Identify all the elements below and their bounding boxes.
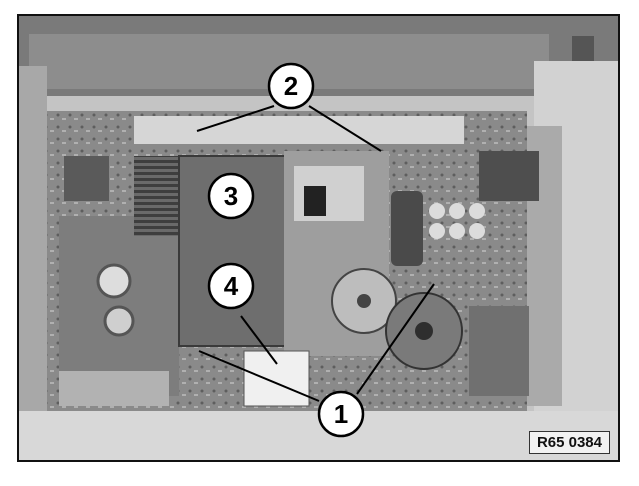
callout-4: 4: [207, 262, 255, 310]
right-lower-board: [469, 306, 529, 396]
top-bracket: [572, 36, 594, 66]
callout-2: 2: [267, 62, 315, 110]
plug-connector: [243, 350, 310, 407]
capacitor: [469, 203, 485, 219]
callout-3-number: 3: [224, 181, 238, 211]
callout-2-number: 2: [284, 71, 298, 101]
reference-code: R65 0384: [528, 431, 610, 454]
bottom-shelf: [59, 371, 169, 406]
left-side-wall: [19, 66, 47, 460]
mounting-bracket: [134, 116, 464, 144]
leader-line-1-right: [356, 283, 435, 395]
photo-frame: 2 3 4 1 R65 0384: [17, 14, 620, 462]
coil: [96, 263, 132, 299]
center-dark-part: [304, 186, 326, 216]
leader-line-2-left: [196, 105, 275, 132]
radio-interior-photo: 2 3 4 1: [19, 16, 618, 460]
coil: [103, 305, 135, 337]
leader-line-1-left: [198, 350, 320, 402]
capacitor: [429, 223, 445, 239]
leader-line-2-right: [308, 105, 382, 152]
capacitor: [429, 203, 445, 219]
callout-3: 3: [207, 172, 255, 220]
callout-1: 1: [317, 390, 365, 438]
motor: [391, 191, 423, 266]
capacitor: [449, 203, 465, 219]
callout-4-number: 4: [224, 271, 239, 301]
center-gear-hub: [357, 294, 371, 308]
cable-harness: [64, 156, 109, 201]
capacitor: [449, 223, 465, 239]
right-connector-block: [479, 151, 539, 201]
capacitor: [469, 223, 485, 239]
callout-1-number: 1: [334, 399, 348, 429]
leader-line-4: [240, 315, 278, 365]
right-gear-hub: [415, 322, 433, 340]
